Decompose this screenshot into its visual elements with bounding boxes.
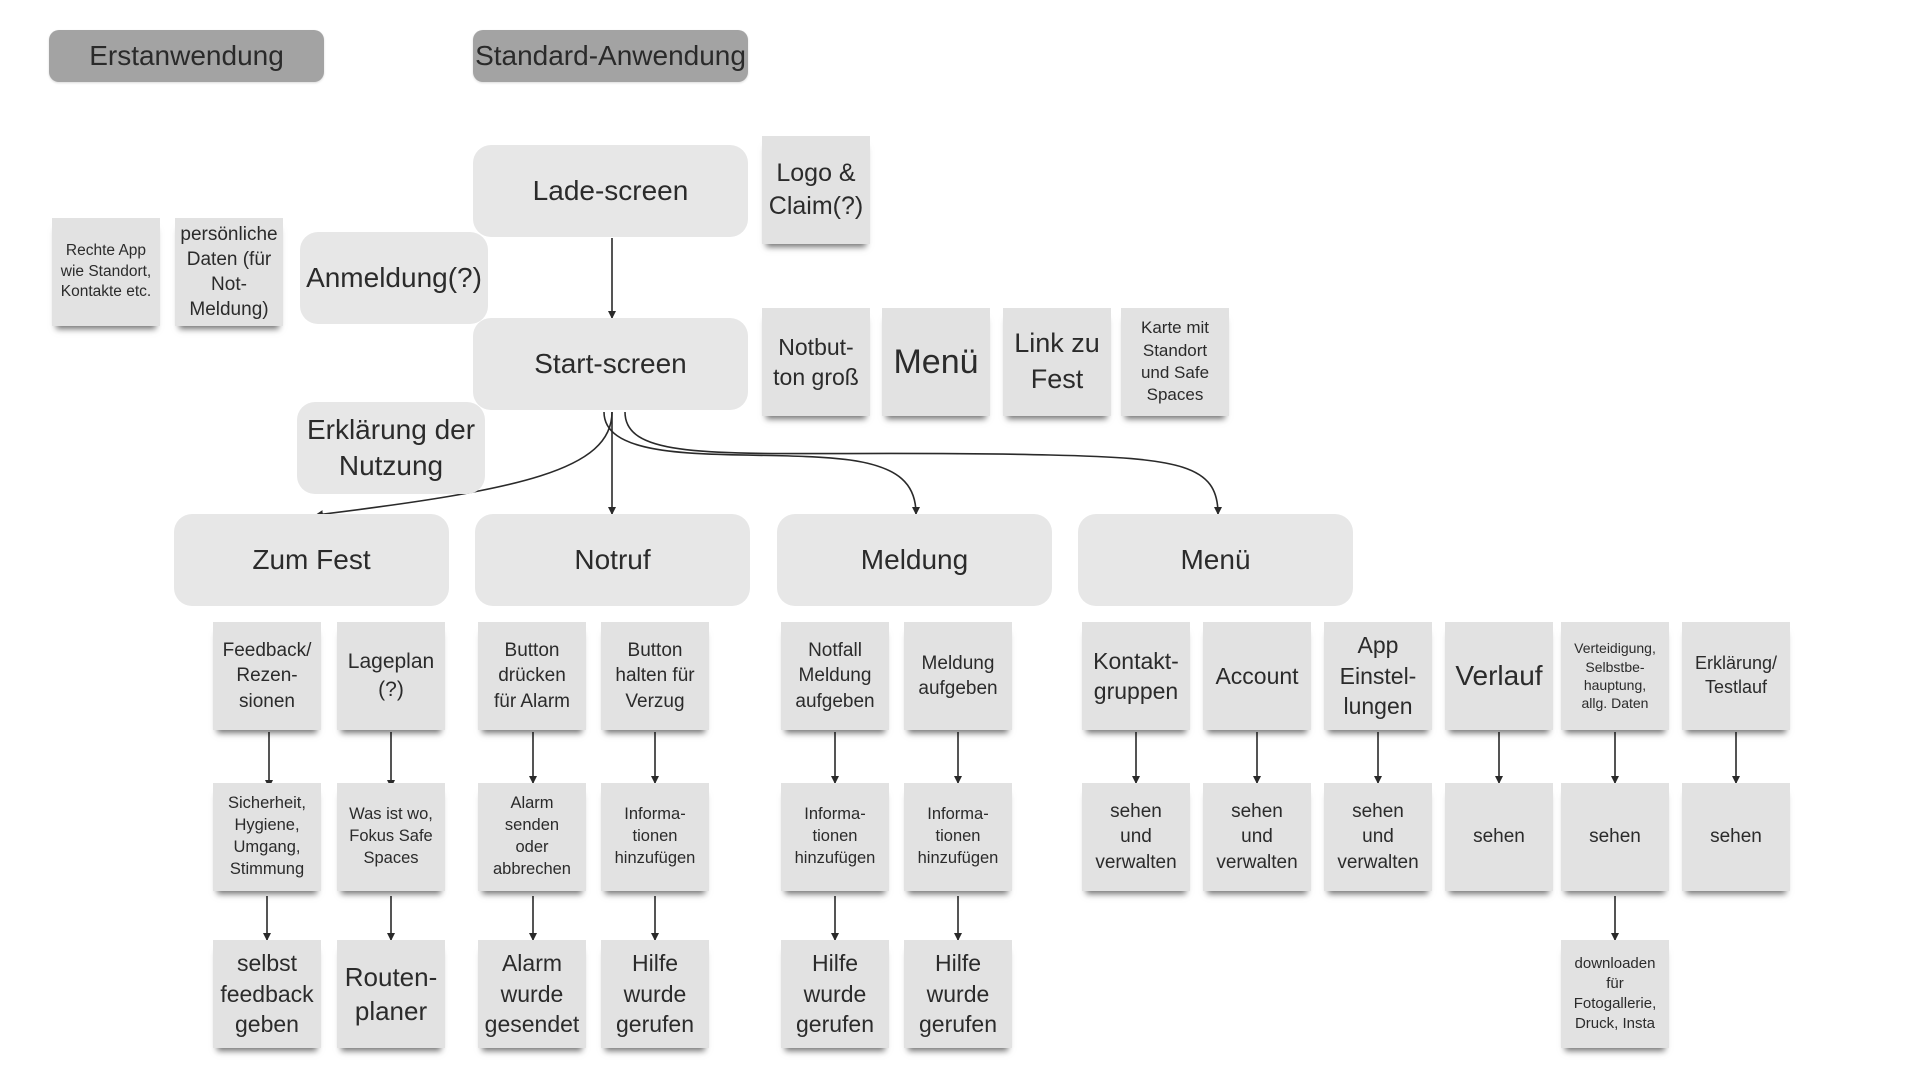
note-persoenliche-daten-label: persönliche Daten (für Not- Meldung)	[180, 223, 278, 321]
arrow-start-meldung	[603, 411, 920, 515]
note-app-sehen: sehen und verwalten	[1324, 783, 1432, 891]
note-was-ist-wo-label: Was ist wo, Fokus Safe Spaces	[349, 805, 433, 867]
note-meldung-hilfe2: Hilfe wurde gerufen	[904, 940, 1012, 1048]
note-alarm-senden-label: Alarm senden oder abbrechen	[493, 794, 571, 878]
note-kontaktgruppen: Kontakt- gruppen	[1082, 622, 1190, 730]
note-button-halten-label: Button halten für Verzug	[615, 640, 695, 712]
note-button-halten: Button halten für Verzug	[601, 622, 709, 730]
note-lageplan-label: Lageplan (?)	[347, 650, 435, 701]
note-sicherheit: Sicherheit, Hygiene, Umgang, Stimmung	[213, 783, 321, 891]
note-logo-claim-label: Logo & Claim(?)	[768, 159, 864, 220]
section-meldung: Meldung	[777, 514, 1052, 606]
erklaerung-nutzung-label: Erklärung der Nutzung	[306, 413, 476, 481]
start-screen-box: Start-screen	[473, 318, 748, 410]
note-meldung-info2-label: Informa- tionen hinzufügen	[917, 805, 999, 867]
note-sicherheit-label: Sicherheit, Hygiene, Umgang, Stimmung	[228, 794, 306, 878]
note-meldung-aufgeben-label: Meldung aufgeben	[918, 652, 998, 699]
note-erklaerung-sehen: sehen	[1682, 783, 1790, 891]
note-kontaktgruppen-label: Kontakt- gruppen	[1093, 647, 1179, 704]
note-app-einstellungen: App Einstel- lungen	[1324, 622, 1432, 730]
anmeldung-box: Anmeldung(?)	[300, 232, 488, 324]
note-meldung-hilfe2-label: Hilfe wurde gerufen	[918, 950, 997, 1038]
lade-screen-box: Lade-screen	[473, 145, 748, 237]
note-link-fest-label: Link zu Fest	[1014, 328, 1100, 394]
note-button-druecken-label: Button drücken für Alarm	[493, 640, 571, 712]
note-alarm-gesendet: Alarm wurde gesendet	[478, 940, 586, 1048]
note-rechte-app: Rechte App wie Standort, Kontakte etc.	[52, 218, 160, 326]
note-downloaden: downloaden für Fotogallerie, Druck, Inst…	[1561, 940, 1669, 1048]
note-alarm-gesendet-label: Alarm wurde gesendet	[484, 950, 580, 1038]
note-notbutton-label: Notbut- ton groß	[773, 333, 859, 390]
erklaerung-nutzung-box: Erklärung der Nutzung	[297, 402, 485, 494]
arrow-start-zumfest	[315, 411, 613, 519]
note-notfall-meldung-label: Notfall Meldung aufgeben	[795, 640, 875, 712]
note-karte-standort: Karte mit Standort und Safe Spaces	[1121, 308, 1229, 416]
note-notbutton: Notbut- ton groß	[762, 308, 870, 416]
note-alarm-senden: Alarm senden oder abbrechen	[478, 783, 586, 891]
note-verteidigung: Verteidigung, Selbstbe- hauptung, allg. …	[1561, 622, 1669, 730]
section-menue: Menü	[1078, 514, 1353, 606]
note-account-label: Account	[1215, 662, 1299, 689]
note-menue-label: Menü	[893, 342, 979, 381]
note-erklaerung-sehen-label: sehen	[1710, 826, 1762, 848]
note-meldung-aufgeben: Meldung aufgeben	[904, 622, 1012, 730]
note-verlauf-label: Verlauf	[1455, 659, 1543, 691]
note-routenplaner-label: Routen- planer	[344, 961, 438, 1026]
note-meldung-info1: Informa- tionen hinzufügen	[781, 783, 889, 891]
note-lageplan: Lageplan (?)	[337, 622, 445, 730]
note-verlauf-sehen: sehen	[1445, 783, 1553, 891]
note-app-einstellungen-label: App Einstel- lungen	[1339, 632, 1417, 720]
note-notfall-meldung: Notfall Meldung aufgeben	[781, 622, 889, 730]
note-notruf-hilfe-label: Hilfe wurde gerufen	[615, 950, 694, 1038]
note-account: Account	[1203, 622, 1311, 730]
note-selbst-feedback-label: selbst feedback geben	[220, 950, 314, 1038]
note-app-sehen-label: sehen und verwalten	[1337, 801, 1419, 873]
note-verteidigung-sehen-label: sehen	[1589, 826, 1641, 848]
note-verteidigung-sehen: sehen	[1561, 783, 1669, 891]
note-erklaerung-testlauf-label: Erklärung/ Testlauf	[1694, 653, 1778, 697]
note-link-fest: Link zu Fest	[1003, 308, 1111, 416]
note-feedback: Feedback/ Rezen- sionen	[213, 622, 321, 730]
note-meldung-hilfe1: Hilfe wurde gerufen	[781, 940, 889, 1048]
note-persoenliche-daten: persönliche Daten (für Not- Meldung)	[175, 218, 283, 326]
note-meldung-info1-label: Informa- tionen hinzufügen	[794, 805, 876, 867]
note-menue: Menü	[882, 308, 990, 416]
note-verteidigung-label: Verteidigung, Selbstbe- hauptung, allg. …	[1574, 640, 1656, 712]
note-notruf-info-label: Informa- tionen hinzufügen	[614, 805, 696, 867]
note-kontakt-sehen: sehen und verwalten	[1082, 783, 1190, 891]
note-logo-claim: Logo & Claim(?)	[762, 136, 870, 244]
note-notruf-hilfe: Hilfe wurde gerufen	[601, 940, 709, 1048]
note-erklaerung-testlauf: Erklärung/ Testlauf	[1682, 622, 1790, 730]
note-verlauf-sehen-label: sehen	[1473, 826, 1525, 848]
note-button-druecken: Button drücken für Alarm	[478, 622, 586, 730]
section-zum-fest: Zum Fest	[174, 514, 449, 606]
note-routenplaner: Routen- planer	[337, 940, 445, 1048]
note-feedback-label: Feedback/ Rezen- sionen	[222, 640, 312, 712]
note-kontakt-sehen-label: sehen und verwalten	[1095, 801, 1177, 873]
note-rechte-app-label: Rechte App wie Standort, Kontakte etc.	[60, 242, 152, 301]
note-downloaden-label: downloaden für Fotogallerie, Druck, Inst…	[1573, 955, 1657, 1032]
note-karte-standort-label: Karte mit Standort und Safe Spaces	[1140, 318, 1210, 405]
note-selbst-feedback: selbst feedback geben	[213, 940, 321, 1048]
header-standard-anwendung: Standard-Anwendung	[473, 30, 748, 82]
note-meldung-info2: Informa- tionen hinzufügen	[904, 783, 1012, 891]
note-verlauf: Verlauf	[1445, 622, 1553, 730]
header-erstanwendung: Erstanwendung	[49, 30, 324, 82]
section-notruf: Notruf	[475, 514, 750, 606]
note-account-sehen-label: sehen und verwalten	[1216, 801, 1298, 873]
note-meldung-hilfe1-label: Hilfe wurde gerufen	[795, 950, 874, 1038]
note-was-ist-wo: Was ist wo, Fokus Safe Spaces	[337, 783, 445, 891]
note-account-sehen: sehen und verwalten	[1203, 783, 1311, 891]
arrow-start-menue	[624, 411, 1222, 515]
note-notruf-info: Informa- tionen hinzufügen	[601, 783, 709, 891]
